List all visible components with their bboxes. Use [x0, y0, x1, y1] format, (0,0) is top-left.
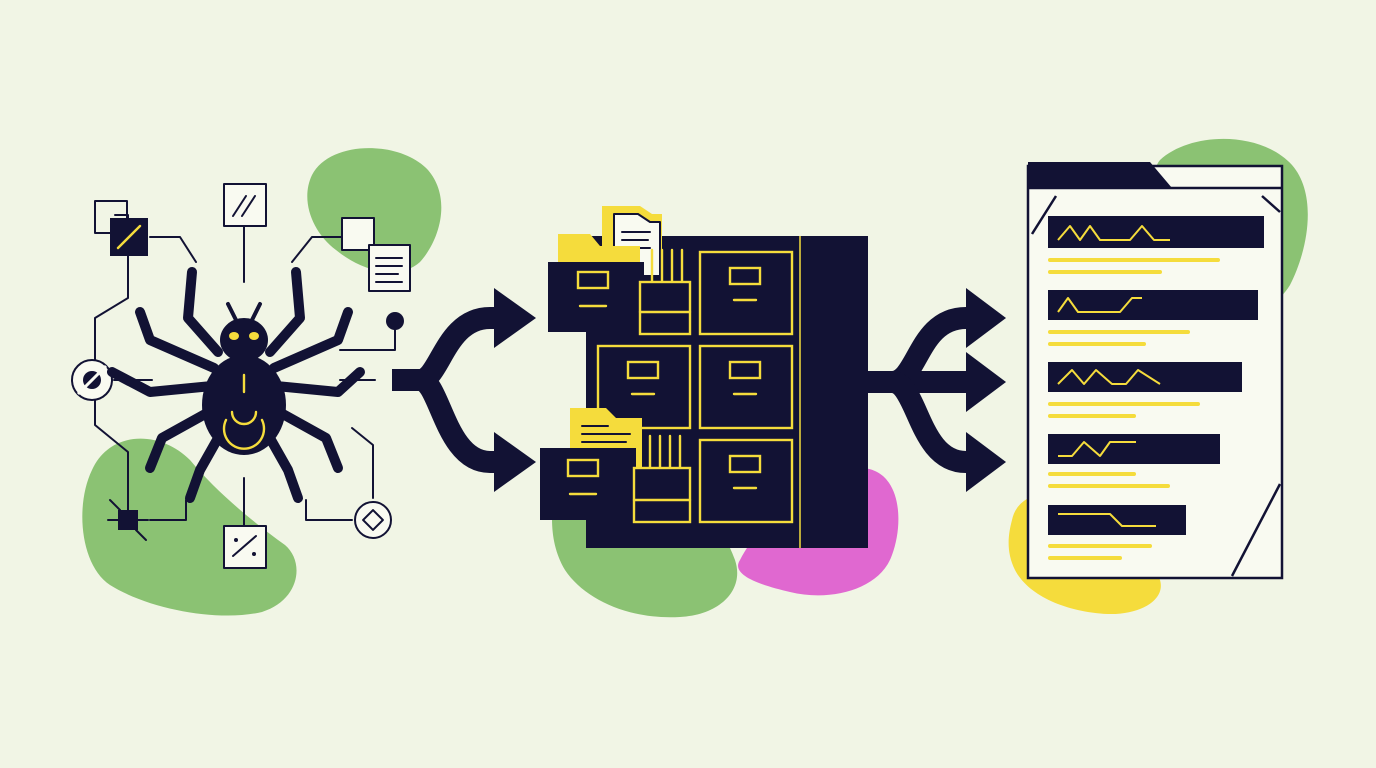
network-connection-lines [94, 214, 396, 526]
node-chip-icon [107, 499, 149, 541]
arrow-head-middle [966, 352, 1006, 412]
green-blob-top-left [307, 148, 442, 273]
arrow-head-up [966, 288, 1006, 348]
open-drawer-bottom [540, 408, 692, 524]
spider-icon [107, 267, 365, 503]
node-target-icon [71, 359, 113, 401]
filing-cabinet-icon [540, 206, 868, 548]
node-document-slash-icon [223, 183, 267, 227]
flow-arrows-crawler-to-storage [392, 288, 536, 492]
node-document-icon [341, 217, 411, 292]
node-document-percent-icon [223, 525, 267, 569]
node-dot [386, 312, 404, 330]
arrow-head-up [494, 288, 536, 348]
arrow-head-down [494, 432, 536, 492]
result-rows [1048, 216, 1264, 560]
flow-arrows-storage-to-index [866, 288, 1006, 492]
drawer-handles [626, 266, 762, 490]
crawler-network [71, 183, 411, 569]
green-blob-bottom-left [82, 438, 297, 616]
node-diamond-icon [354, 501, 392, 539]
result-list-icon [1026, 162, 1284, 580]
cabinet-drawers [596, 250, 794, 524]
arrow-head-down [966, 432, 1006, 492]
open-drawer-top [548, 206, 692, 336]
